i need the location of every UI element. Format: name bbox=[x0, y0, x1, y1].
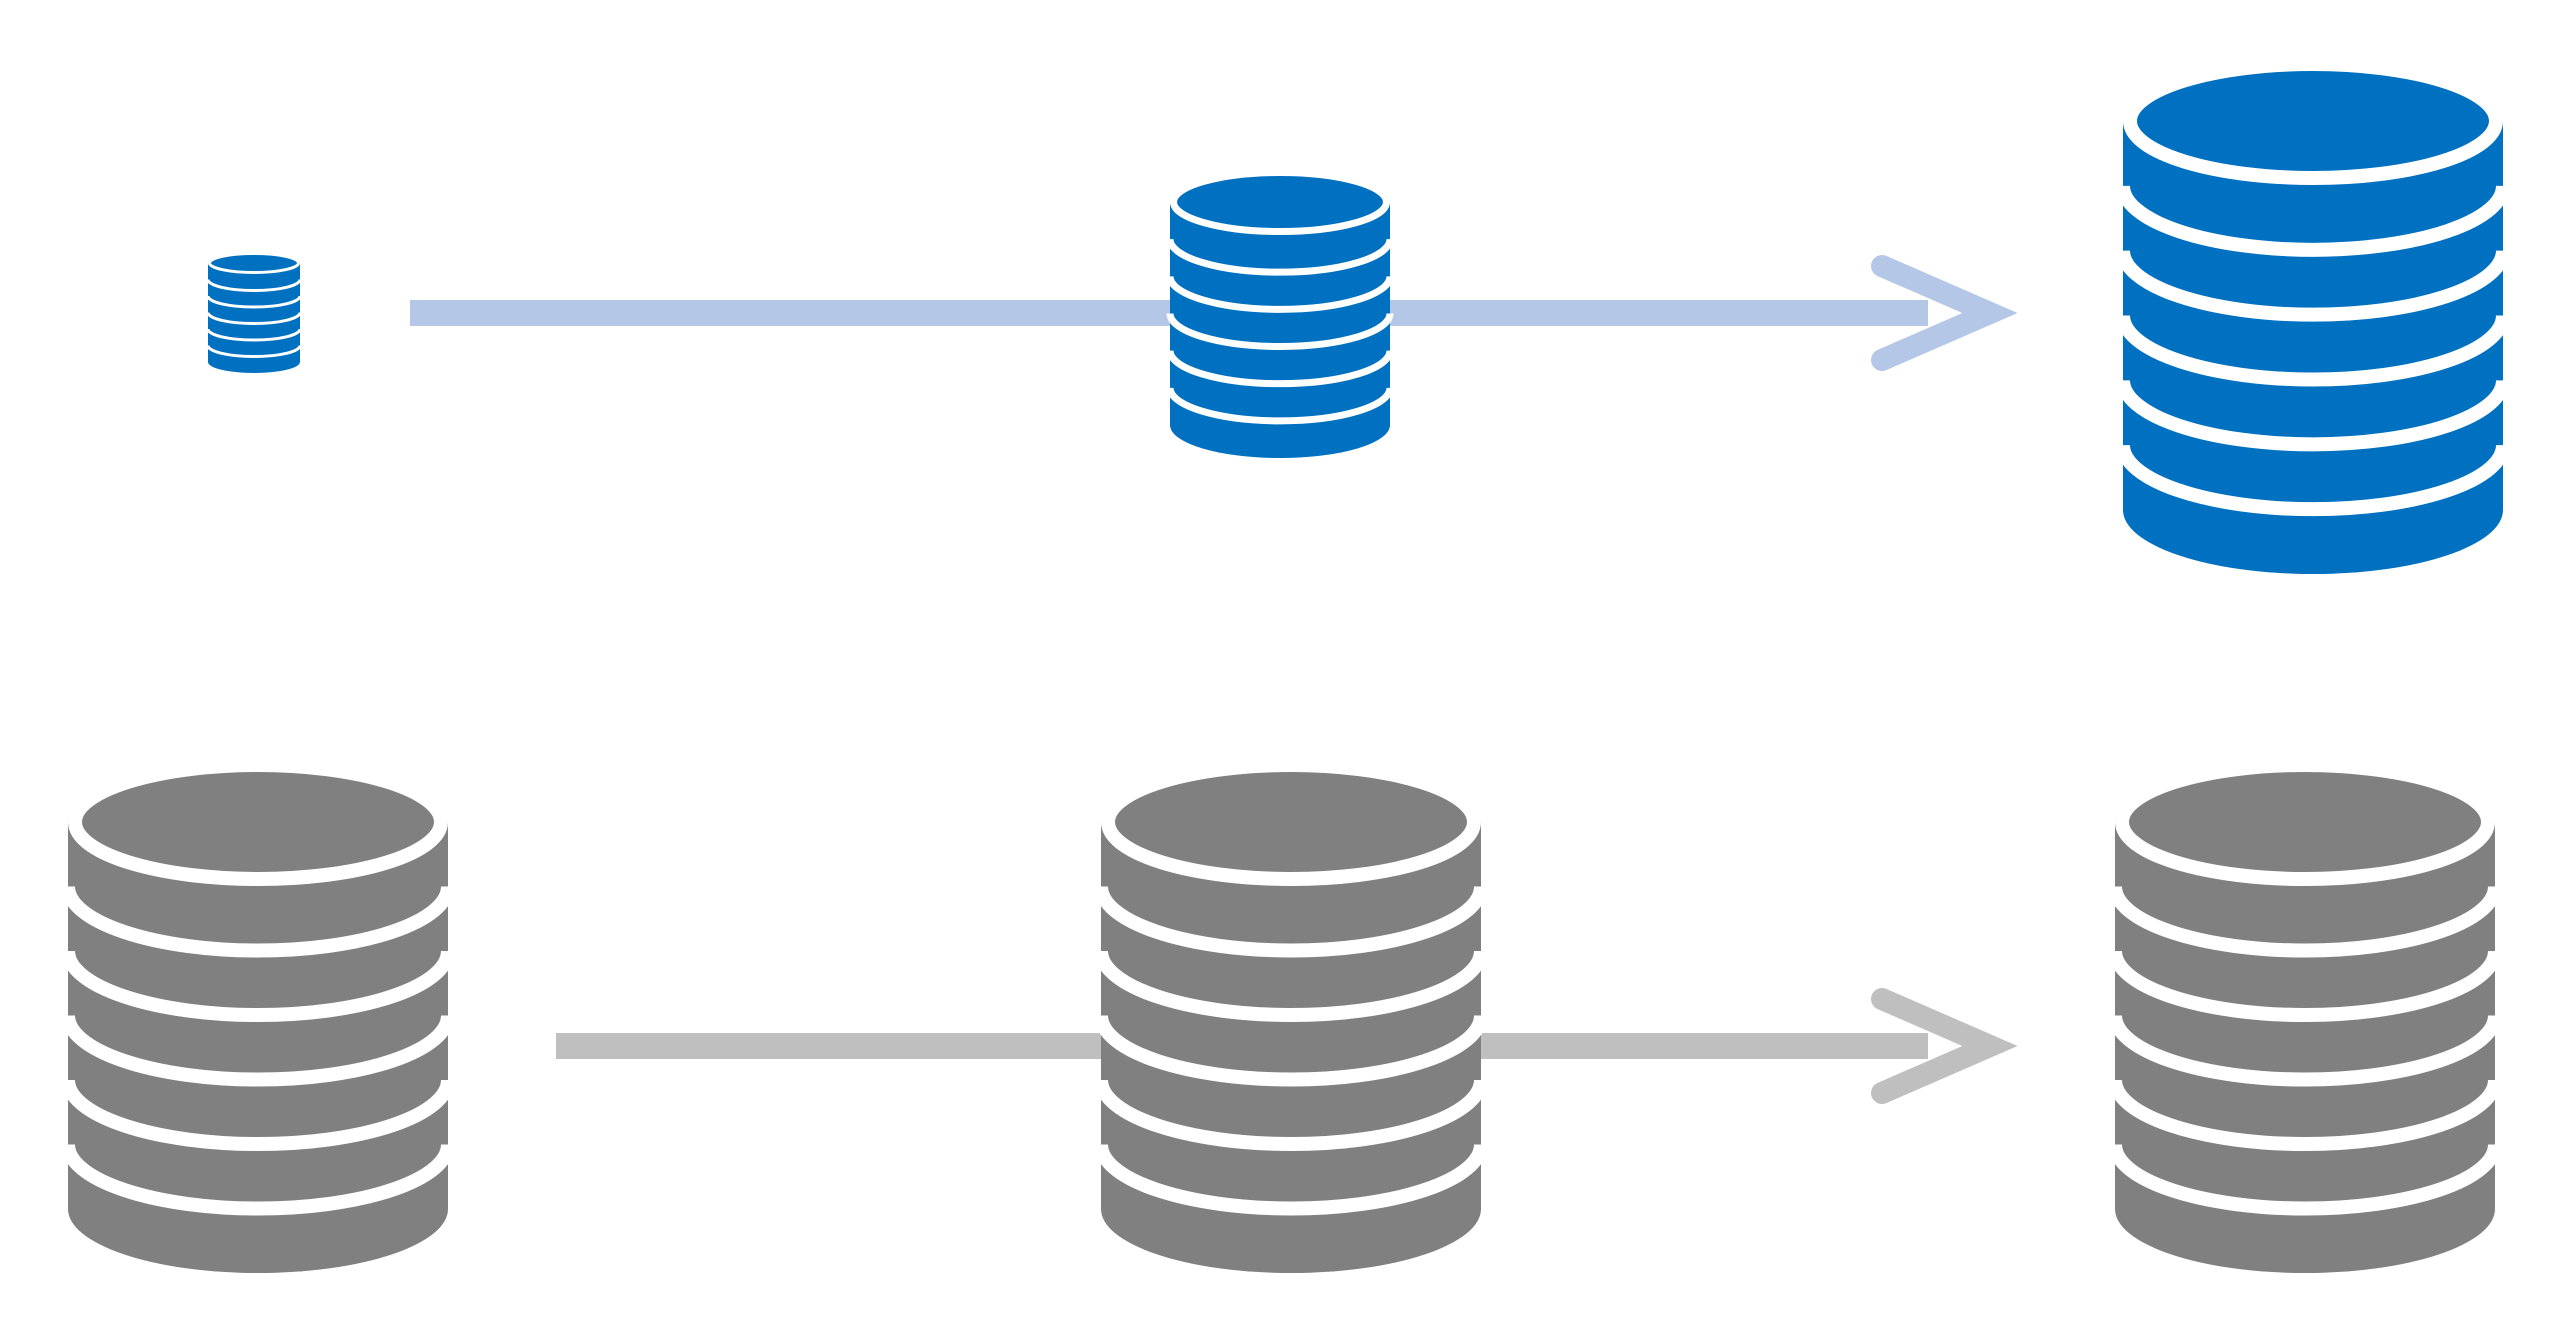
layer-separator bbox=[1166, 275, 1394, 313]
layer-separator bbox=[2116, 379, 2510, 452]
database-middle bbox=[1094, 758, 1488, 1273]
layer-separator bbox=[2116, 250, 2510, 322]
layer-separator bbox=[1166, 238, 1394, 276]
database-small bbox=[206, 252, 302, 373]
layer-separator bbox=[2108, 1079, 2502, 1151]
layer-separator bbox=[61, 1079, 455, 1151]
arrow-head bbox=[1871, 988, 2018, 1104]
layer-separator bbox=[206, 295, 302, 309]
layer-separator bbox=[1166, 350, 1394, 388]
layer-separator bbox=[61, 886, 455, 958]
layer-separator bbox=[2108, 1015, 2502, 1087]
layer-separator bbox=[61, 1015, 455, 1087]
layer-separator bbox=[2116, 185, 2510, 257]
layer-separator bbox=[1094, 1144, 1488, 1216]
cylinder-top bbox=[2123, 57, 2503, 185]
cylinder-top bbox=[208, 252, 300, 274]
layer-separator bbox=[2116, 444, 2510, 517]
arrow-shaft bbox=[410, 300, 1928, 326]
database-end bbox=[2108, 758, 2502, 1273]
layer-separator bbox=[61, 1144, 455, 1216]
cylinder-top bbox=[68, 758, 448, 886]
cylinder-top bbox=[1170, 169, 1390, 235]
layer-separator bbox=[206, 328, 302, 342]
layer-separator bbox=[206, 279, 302, 292]
cylinder-top bbox=[1101, 758, 1481, 886]
layer-separator bbox=[1094, 1015, 1488, 1087]
layer-separator bbox=[1094, 1079, 1488, 1151]
database-large bbox=[2116, 57, 2510, 574]
layer-separator bbox=[2108, 886, 2502, 958]
cylinder-body bbox=[208, 263, 300, 362]
layer-separator bbox=[2108, 950, 2502, 1022]
layer-separator bbox=[1094, 950, 1488, 1022]
layer-separator bbox=[1094, 886, 1488, 958]
layer-separator bbox=[2108, 1144, 2502, 1216]
layer-separator bbox=[2116, 315, 2510, 387]
layer-separator bbox=[1166, 387, 1394, 425]
cylinder-bottom bbox=[1170, 392, 1390, 458]
layer-separator bbox=[61, 950, 455, 1022]
layer-separator bbox=[1166, 313, 1394, 350]
database-start bbox=[61, 758, 455, 1273]
database-medium bbox=[1166, 169, 1394, 458]
arrow-head bbox=[1871, 255, 2018, 371]
layer-separator bbox=[206, 312, 302, 325]
cylinder-top bbox=[2115, 758, 2495, 886]
cylinder-body bbox=[1170, 202, 1390, 425]
layer-separator bbox=[206, 345, 302, 358]
